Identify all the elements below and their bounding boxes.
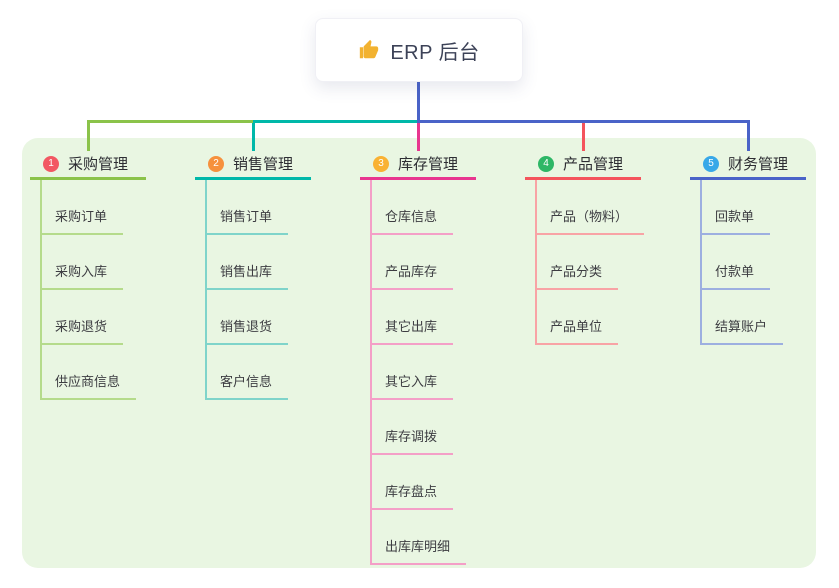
child-node[interactable]: 销售退货 <box>205 316 289 345</box>
branch-label: 财务管理 <box>728 156 789 173</box>
connector-line <box>251 119 255 151</box>
child-node[interactable]: 库存盘点 <box>370 481 454 510</box>
connector-line <box>416 119 750 123</box>
connector-line <box>253 119 420 123</box>
child-row: 销售退货 <box>195 290 311 345</box>
child-node[interactable]: 其它出库 <box>370 316 454 345</box>
child-row: 结算账户 <box>690 290 806 345</box>
branch-connector-line <box>205 180 207 400</box>
branch-label: 产品管理 <box>563 156 624 173</box>
branch-4: 4 产品管理 产品（物料） 产品分类 产品单位 <box>525 150 645 345</box>
branch-header[interactable]: 5 财务管理 <box>690 150 806 180</box>
child-row: 付款单 <box>690 235 806 290</box>
child-node[interactable]: 产品单位 <box>535 316 619 345</box>
thumbs-up-icon <box>358 39 380 61</box>
branch-number-badge: 5 <box>703 155 719 172</box>
child-row: 其它入库 <box>360 345 476 400</box>
branch-3: 3 库存管理 仓库信息 产品库存 其它出库 其它入库 库存调拨 库存盘点 出库库… <box>360 150 476 565</box>
child-node[interactable]: 回款单 <box>700 206 771 235</box>
connector-line <box>581 119 585 151</box>
branch-1: 1 采购管理 采购订单 采购入库 采购退货 供应商信息 <box>30 150 146 400</box>
child-node[interactable]: 采购退货 <box>40 316 124 345</box>
branch-header[interactable]: 2 销售管理 <box>195 150 311 180</box>
child-row: 采购订单 <box>30 180 146 235</box>
branch-number-badge: 3 <box>373 155 389 172</box>
child-row: 回款单 <box>690 180 806 235</box>
branch-number-badge: 1 <box>43 155 59 172</box>
child-row: 供应商信息 <box>30 345 146 400</box>
child-row: 库存调拨 <box>360 400 476 455</box>
child-node[interactable]: 其它入库 <box>370 371 454 400</box>
branch-header[interactable]: 3 库存管理 <box>360 150 476 180</box>
branch-5: 5 财务管理 回款单 付款单 结算账户 <box>690 150 806 345</box>
child-node[interactable]: 产品库存 <box>370 261 454 290</box>
branch-children: 仓库信息 产品库存 其它出库 其它入库 库存调拨 库存盘点 出库库明细 <box>360 180 476 565</box>
connector-line <box>86 119 90 151</box>
child-row: 库存盘点 <box>360 455 476 510</box>
connector-line <box>746 119 750 151</box>
connector-line <box>86 119 254 123</box>
child-row: 产品库存 <box>360 235 476 290</box>
child-row: 采购退货 <box>30 290 146 345</box>
branch-header[interactable]: 1 采购管理 <box>30 150 146 180</box>
branch-label: 库存管理 <box>398 156 459 173</box>
child-node[interactable]: 采购订单 <box>40 206 124 235</box>
branch-header[interactable]: 4 产品管理 <box>525 150 641 180</box>
child-node[interactable]: 库存调拨 <box>370 426 454 455</box>
child-row: 销售订单 <box>195 180 311 235</box>
child-node[interactable]: 出库库明细 <box>370 536 467 565</box>
child-row: 产品单位 <box>525 290 641 345</box>
child-row: 仓库信息 <box>360 180 476 235</box>
child-row: 产品分类 <box>525 235 641 290</box>
child-row: 其它出库 <box>360 290 476 345</box>
child-row: 出库库明细 <box>360 510 476 565</box>
child-node[interactable]: 付款单 <box>700 261 771 290</box>
branch-number-badge: 2 <box>208 155 224 172</box>
branch-connector-line <box>40 180 42 400</box>
branches-panel <box>22 138 816 568</box>
branch-number-badge: 4 <box>538 155 554 172</box>
child-node[interactable]: 客户信息 <box>205 371 289 400</box>
child-node[interactable]: 采购入库 <box>40 261 124 290</box>
child-node[interactable]: 产品分类 <box>535 261 619 290</box>
root-node[interactable]: ERP 后台 <box>315 18 523 82</box>
child-node[interactable]: 结算账户 <box>700 316 784 345</box>
child-row: 采购入库 <box>30 235 146 290</box>
connector-line <box>416 122 420 151</box>
branch-connector-line <box>700 180 702 345</box>
branch-children: 采购订单 采购入库 采购退货 供应商信息 <box>30 180 146 400</box>
branch-2: 2 销售管理 销售订单 销售出库 销售退货 客户信息 <box>195 150 311 400</box>
branch-label: 采购管理 <box>68 156 129 173</box>
branch-children: 销售订单 销售出库 销售退货 客户信息 <box>195 180 311 400</box>
child-node[interactable]: 销售出库 <box>205 261 289 290</box>
child-row: 客户信息 <box>195 345 311 400</box>
child-node[interactable]: 产品（物料） <box>535 206 645 235</box>
branch-children: 回款单 付款单 结算账户 <box>690 180 806 345</box>
connector-line <box>416 82 420 122</box>
branch-label: 销售管理 <box>233 156 294 173</box>
child-row: 产品（物料） <box>525 180 645 235</box>
root-node-title: ERP 后台 <box>390 41 480 64</box>
child-node[interactable]: 仓库信息 <box>370 206 454 235</box>
child-row: 销售出库 <box>195 235 311 290</box>
branch-connector-line <box>370 180 372 565</box>
child-node[interactable]: 销售订单 <box>205 206 289 235</box>
branch-connector-line <box>535 180 537 345</box>
branch-children: 产品（物料） 产品分类 产品单位 <box>525 180 645 345</box>
child-node[interactable]: 供应商信息 <box>40 371 137 400</box>
